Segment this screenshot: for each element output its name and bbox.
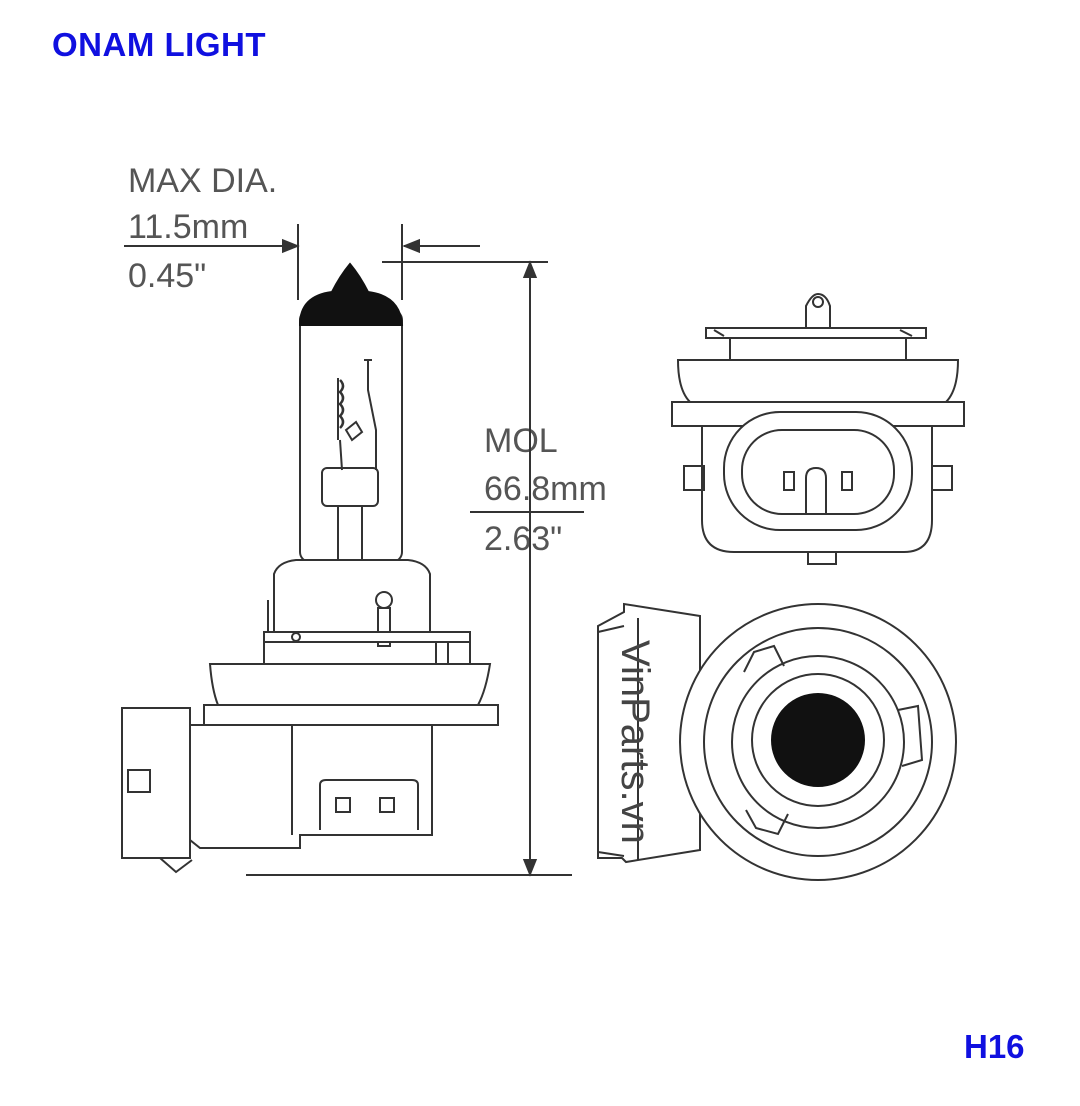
max-dia-in: 0.45" (128, 257, 206, 295)
brand-title: ONAM LIGHT (52, 26, 266, 63)
bulb-side-view (121, 262, 499, 874)
mol-mm: 66.8mm (484, 470, 607, 508)
dimension-lines (124, 224, 584, 877)
watermark: VinParts.vn (613, 640, 657, 844)
bulb-rear-view (597, 602, 957, 881)
mol-label: MOL (484, 422, 558, 460)
mol-in: 2.63" (484, 520, 562, 558)
max-dia-label: MAX DIA. (128, 162, 277, 200)
model-label: H16 (964, 1028, 1025, 1065)
bulb-top-view (671, 292, 965, 565)
max-dia-mm: 11.5mm (128, 208, 248, 246)
